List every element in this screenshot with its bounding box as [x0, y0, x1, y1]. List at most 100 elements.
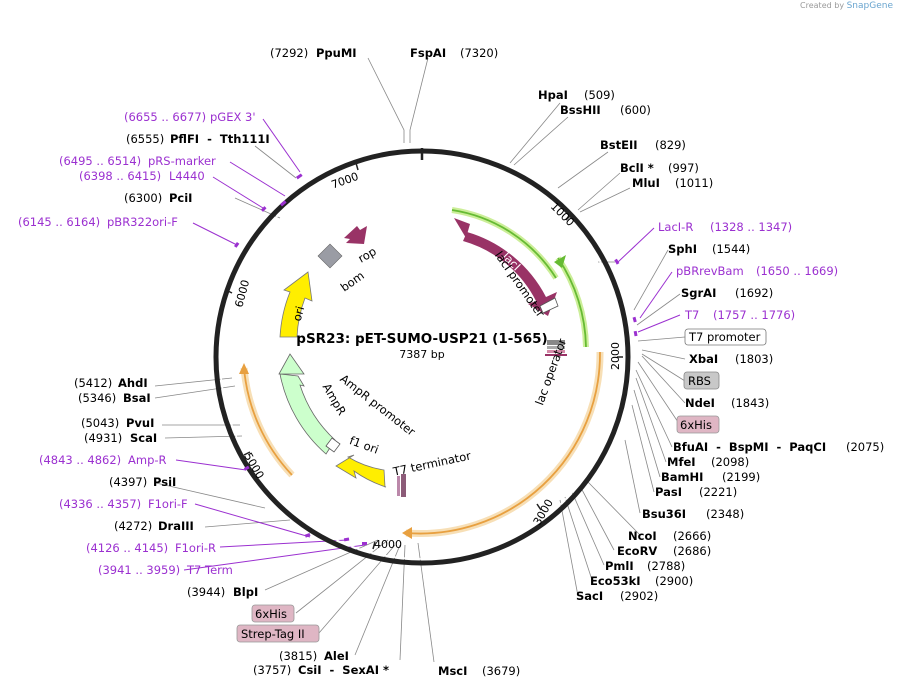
bom-label: bom	[338, 268, 367, 294]
enzyme-pos-bsai: (5346)	[78, 391, 116, 405]
enzyme-mlui: MluI	[632, 176, 660, 190]
credit-prefix: Created by	[800, 1, 845, 10]
lacI-promoter-box	[539, 297, 559, 314]
enzyme-sphi: SphI	[668, 242, 697, 256]
enzyme-ahdi: AhdI	[118, 376, 148, 390]
enzyme-pflfi-tth111i: PflFI - Tth111I	[170, 132, 270, 146]
enzyme-pos-alei: (3815)	[279, 649, 317, 663]
enzyme-labels-top: (7292) PpuMI FspAI (7320)	[270, 46, 498, 60]
lacI-arrow-tail	[454, 218, 470, 238]
enzyme-bsu36i: Bsu36I	[642, 507, 686, 521]
boxed-features: T7 promoter RBS 6xHis 6xHis Strep-Tag II	[236, 328, 767, 643]
enzyme-pasi: PasI	[655, 485, 682, 499]
green-arc-inner-glow	[555, 256, 589, 348]
AmpR-arrowhead	[278, 353, 305, 375]
rop-label: rop	[355, 244, 378, 266]
primer-pos-pbrrevbam: (1650 .. 1669)	[756, 264, 838, 278]
primer-pos-amp-r: (4843 .. 4862)	[39, 453, 121, 467]
bom-diamond	[317, 243, 343, 269]
enzyme-pcii: PciI	[169, 191, 192, 205]
enzyme-pos-saci: (2902)	[620, 589, 658, 603]
tick-1000: 1000	[548, 200, 577, 229]
6xhis-box-right	[676, 415, 720, 434]
primer-t7: T7	[684, 308, 699, 322]
primer-l4440: L4440	[169, 169, 205, 183]
strep-tag-box	[236, 624, 320, 643]
enzyme-psii: PsiI	[153, 475, 176, 489]
enzyme-eco53ki: Eco53kI	[590, 574, 641, 588]
enzyme-draiii: DraIII	[158, 519, 194, 533]
enzyme-ncoi: NcoI	[628, 529, 657, 543]
enzyme-pos-bcli: (997)	[668, 161, 699, 175]
enzyme-alei: AleI	[324, 649, 349, 663]
6xhis-box-left	[251, 604, 295, 623]
T7-terminator-label: T7 terminator	[391, 449, 473, 479]
primer-pgex3: pGEX 3'	[210, 110, 256, 124]
orange-arc-left	[243, 367, 293, 476]
enzyme-pos-pmli: (2788)	[647, 559, 685, 573]
primer-pbr322ori-f: pBR322ori-F	[107, 215, 178, 229]
enzyme-msci: MscI	[438, 664, 467, 678]
enzyme-pos-msci: (3679)	[482, 664, 520, 678]
enzyme-saci: SacI	[576, 589, 603, 603]
primer-pos-prs-marker: (6495 .. 6514)	[59, 154, 141, 168]
enzyme-pos-bsteii: (829)	[655, 138, 686, 152]
enzyme-pos-xbai: (1803)	[735, 352, 773, 366]
primer-pos-f1ori-f: (4336 .. 4357)	[59, 497, 141, 511]
enzyme-labels-right: HpaI (509) BssHII (600) BstEII (829) Bcl…	[438, 88, 884, 678]
lacI-arrow	[463, 232, 557, 316]
6xhis-label-right: 6xHis	[680, 418, 712, 432]
ori-label: ori	[290, 305, 307, 323]
enzyme-pos-ndei: (1843)	[731, 396, 769, 410]
green-arc-outer	[451, 209, 557, 279]
snapgene-logo: SnapGene	[846, 1, 893, 11]
snapgene-credit: Created by SnapGene	[800, 1, 893, 11]
enzyme-pos-ecorv: (2686)	[673, 544, 711, 558]
enzyme-pos-ncoi: (2666)	[673, 529, 711, 543]
enzyme-pos-scai: (4931)	[84, 431, 122, 445]
primer-pos-t7: (1757 .. 1776)	[713, 308, 795, 322]
T7-terminator-marker	[397, 474, 406, 497]
primer-pos-f1ori-r: (4126 .. 4145)	[86, 541, 168, 555]
plasmid-length: 7387 bp	[399, 348, 444, 361]
primer-t7term: T7 Term	[186, 563, 233, 577]
enzyme-pos-ahdi: (5412)	[74, 376, 112, 390]
strep-tag-label: Strep-Tag II	[241, 627, 305, 641]
enzyme-bamhi: BamHI	[661, 470, 703, 484]
enzyme-pos-pcii: (6300)	[124, 191, 162, 205]
enzyme-pmli: PmlI	[605, 559, 634, 573]
AmpR-arrow	[279, 373, 336, 455]
enzyme-scai: ScaI	[130, 431, 157, 445]
orange-arc-left-arrowhead	[239, 363, 249, 374]
AmpR-promoter-label: AmpR promoter	[337, 371, 418, 438]
primer-pos-pbr322ori-f: (6145 .. 6164)	[18, 215, 100, 229]
ori-arrow	[279, 271, 313, 338]
plasmid-name: pSR23: pET-SUMO-USP21 (1-565)	[296, 331, 547, 347]
enzyme-blpi: BlpI	[233, 585, 258, 599]
enzyme-pos-hpai: (509)	[584, 88, 615, 102]
enzyme-pos-bfuai: (2075)	[846, 440, 884, 454]
primer-pos-t7term: (3941 .. 3959)	[98, 563, 180, 577]
primer-pos-laci-r: (1328 .. 1347)	[710, 220, 792, 234]
enzyme-pos-pflfi: (6555)	[126, 132, 164, 146]
primer-amp-r: Amp-R	[128, 453, 167, 467]
AmpR-promoter-box	[325, 437, 341, 453]
enzyme-ndei: NdeI	[685, 396, 715, 410]
enzyme-hpai: HpaI	[538, 88, 568, 102]
6xhis-label-left: 6xHis	[255, 607, 287, 621]
primer-markers	[234, 173, 638, 545]
t7-promoter-box	[684, 328, 767, 346]
orange-arc-right-arrowhead	[402, 527, 412, 539]
tick-2000: 2000	[609, 342, 622, 370]
rbs-label: RBS	[688, 374, 711, 388]
enzyme-pos-mlui: (1011)	[675, 176, 713, 190]
tick-6000: 6000	[232, 278, 252, 308]
enzyme-pos-fspai: (7320)	[460, 46, 498, 60]
tick-4000: 4000	[374, 538, 402, 551]
enzyme-pos-pvui: (5043)	[81, 416, 119, 430]
enzyme-csii-sexai: CsiI - SexAI *	[298, 663, 389, 677]
enzyme-pos-bsshii: (600)	[620, 103, 651, 117]
enzyme-ecorv: EcoRV	[617, 544, 657, 558]
rbs-box	[683, 371, 720, 390]
f1-ori-label: f1 ori	[348, 433, 381, 456]
